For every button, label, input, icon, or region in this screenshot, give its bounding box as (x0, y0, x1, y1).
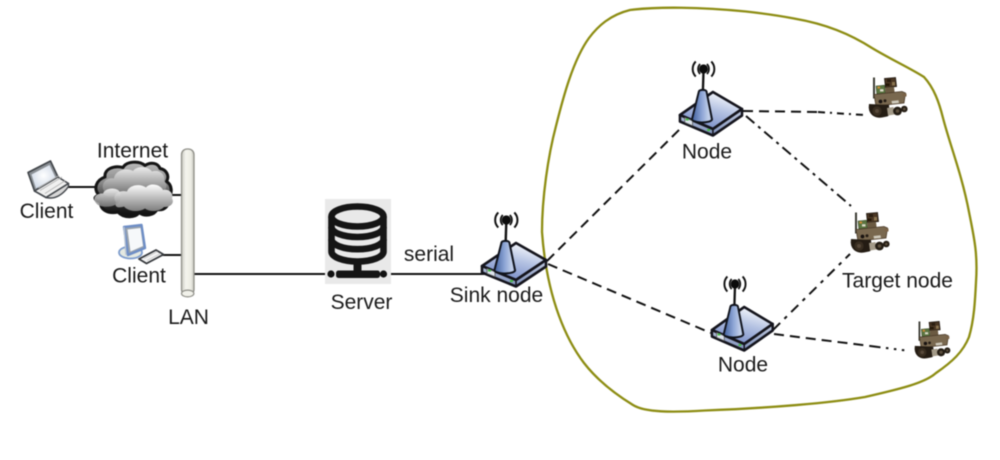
svg-text:Server: Server (331, 291, 393, 314)
svg-text:Node: Node (682, 141, 732, 164)
svg-text:Client: Client (20, 200, 74, 223)
svg-text:serial: serial (404, 243, 454, 266)
svg-text:Sink node: Sink node (450, 284, 543, 307)
svg-text:Client: Client (112, 265, 166, 288)
svg-text:Internet: Internet (97, 140, 168, 163)
svg-text:LAN: LAN (168, 306, 209, 329)
svg-text:Node: Node (718, 354, 768, 377)
svg-text:Target node: Target node (842, 270, 953, 293)
